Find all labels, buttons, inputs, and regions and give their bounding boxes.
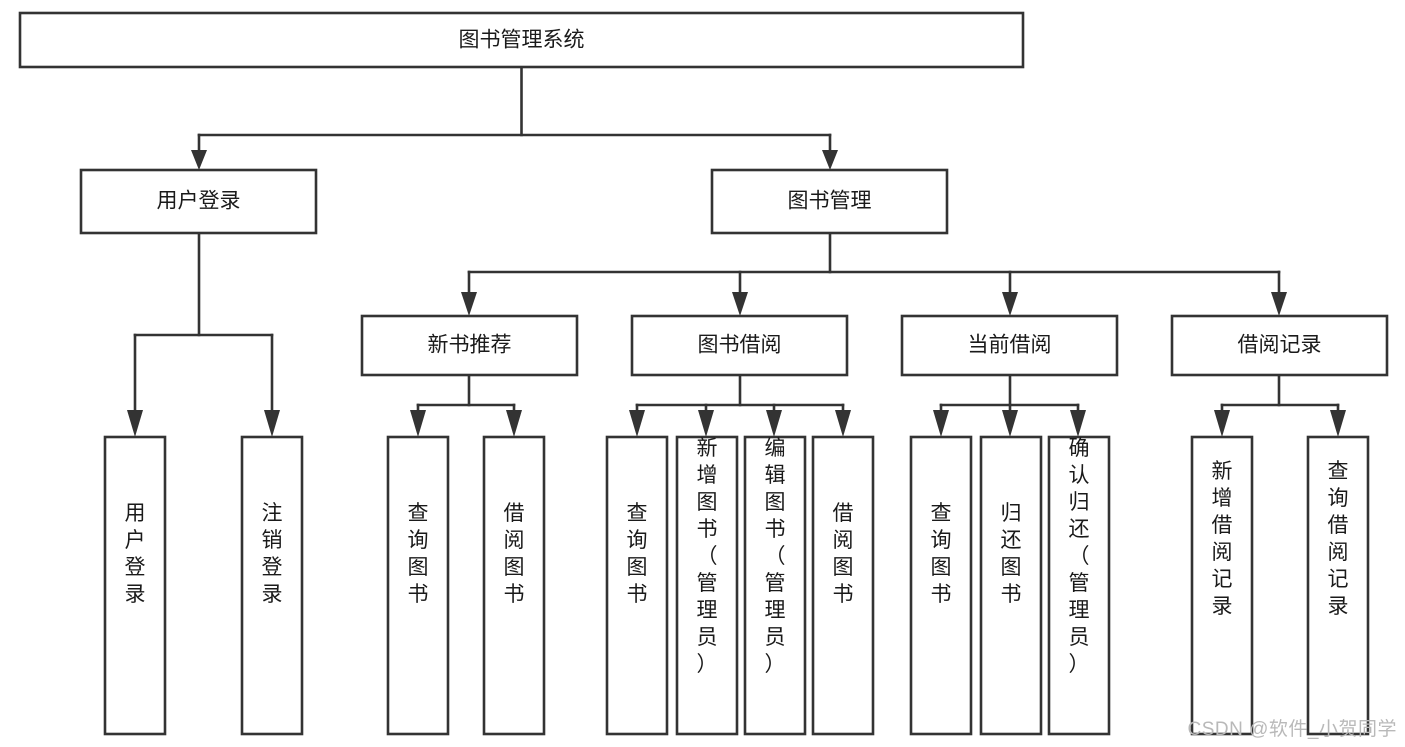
node-newbook-label: 新书推荐	[428, 334, 512, 357]
node-newbook[interactable]: 新书推荐	[360, 314, 579, 377]
node-leaf7[interactable]: 编辑图书（管理员）	[743, 435, 807, 736]
node-leaf9[interactable]: 查询图书	[909, 435, 973, 736]
connector-group-login	[127, 231, 280, 437]
node-borrow-label: 图书借阅	[698, 334, 782, 357]
node-borrow[interactable]: 图书借阅	[630, 314, 849, 377]
node-leaf8[interactable]: 借阅图书	[811, 435, 875, 736]
connector-group-borrow	[629, 373, 851, 437]
node-login[interactable]: 用户登录	[79, 168, 318, 235]
node-leaf10-label: 归还图书	[1001, 502, 1022, 606]
connector-group-current	[933, 373, 1086, 437]
node-current[interactable]: 当前借阅	[900, 314, 1119, 377]
node-leaf3-label: 查询图书	[408, 502, 429, 606]
node-leaf6[interactable]: 新增图书（管理员）	[675, 435, 739, 736]
node-root-label: 图书管理系统	[459, 29, 585, 52]
node-bookmgmt-label: 图书管理	[788, 190, 872, 213]
node-root[interactable]: 图书管理系统	[18, 11, 1025, 69]
node-bookmgmt[interactable]: 图书管理	[710, 168, 949, 235]
connector-group-records	[1214, 373, 1346, 437]
node-leaf7-label: 编辑图书（管理员）	[765, 437, 786, 676]
node-leaf8-label: 借阅图书	[833, 502, 854, 606]
node-leaf2[interactable]: 注销登录	[240, 435, 304, 736]
node-leaf5-label: 查询图书	[627, 502, 648, 606]
node-leaf13-label: 查询借阅记录	[1328, 460, 1349, 618]
node-leaf10[interactable]: 归还图书	[979, 435, 1043, 736]
node-leaf1[interactable]: 用户登录	[103, 435, 167, 736]
node-current-label: 当前借阅	[968, 334, 1052, 357]
node-leaf9-label: 查询图书	[931, 502, 952, 606]
node-records-label: 借阅记录	[1238, 334, 1322, 357]
node-leaf4[interactable]: 借阅图书	[482, 435, 546, 736]
node-leaf12-label: 新增借阅记录	[1212, 460, 1233, 618]
node-leaf11[interactable]: 确认归还（管理员）	[1047, 435, 1111, 736]
node-leaf5[interactable]: 查询图书	[605, 435, 669, 736]
node-leaf1-label: 用户登录	[125, 502, 146, 606]
node-leaf13[interactable]: 查询借阅记录	[1306, 435, 1370, 736]
node-leaf6-label: 新增图书（管理员）	[697, 437, 718, 676]
connector-group-newbook	[410, 373, 522, 437]
node-leaf3[interactable]: 查询图书	[386, 435, 450, 736]
node-leaf4-label: 借阅图书	[504, 502, 525, 606]
node-login-label: 用户登录	[157, 190, 241, 213]
csdn-watermark: CSDN @软件_小贺同学	[1187, 719, 1397, 740]
connector-group-bookmgmt	[461, 231, 1287, 316]
node-leaf2-label: 注销登录	[262, 502, 283, 606]
node-leaf12[interactable]: 新增借阅记录	[1190, 435, 1254, 736]
node-leaf11-label: 确认归还（管理员）	[1069, 437, 1090, 676]
connector-group-root	[191, 65, 838, 170]
node-records[interactable]: 借阅记录	[1170, 314, 1389, 377]
